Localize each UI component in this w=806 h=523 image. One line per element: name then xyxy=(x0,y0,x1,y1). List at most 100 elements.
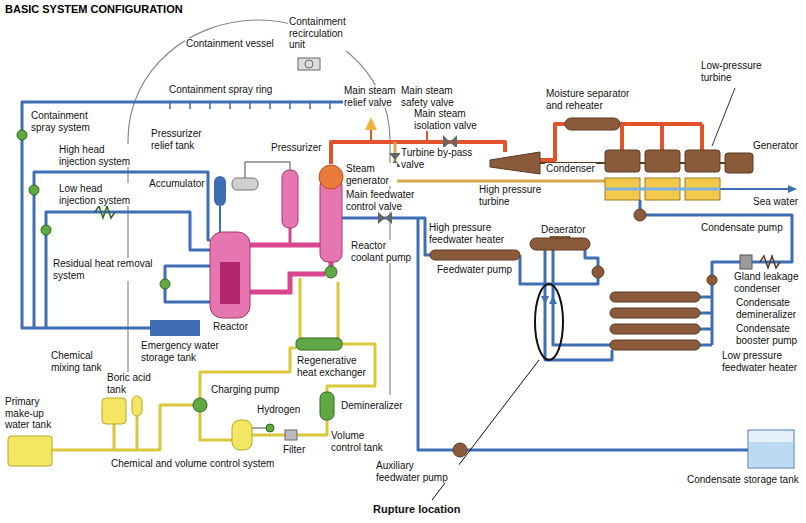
heater-drain xyxy=(545,250,612,360)
condensate-demineralizer xyxy=(740,255,752,269)
volume-control-tank xyxy=(232,420,252,450)
hp-heater xyxy=(430,250,520,260)
aux-feedwater-pipe xyxy=(418,218,748,450)
sea-water-line xyxy=(720,188,788,190)
part-label: Pressurizer xyxy=(270,142,323,154)
spray-ring xyxy=(150,101,345,104)
rupture-marker xyxy=(535,284,563,360)
valve-stems xyxy=(371,130,427,142)
charging-pump xyxy=(193,398,207,412)
low-head-pipe xyxy=(46,212,210,328)
flow-arrow-down xyxy=(541,296,549,304)
letdown-line xyxy=(297,420,327,435)
part-label: Generator xyxy=(752,140,799,152)
spray-pipe xyxy=(22,102,150,328)
part-label: High pressure feedwater heater xyxy=(428,222,526,245)
deaerator-outlet xyxy=(585,250,598,266)
part-label: Residual heat removal system xyxy=(52,258,159,281)
part-label: Chemical and volume control system xyxy=(110,458,275,470)
part-label: Auxiliary feedwater pump xyxy=(375,460,459,483)
generator xyxy=(725,153,753,173)
steam-generator-dome xyxy=(319,165,343,189)
emergency-tank xyxy=(150,320,200,336)
hp-turbine xyxy=(490,152,540,174)
hydrogen-bottle xyxy=(266,424,274,432)
charging-line xyxy=(337,282,340,338)
part-label: Main steam relief valve xyxy=(343,85,401,108)
letdown-line xyxy=(252,434,285,437)
condenser-tubes xyxy=(605,188,720,191)
primary-loop xyxy=(250,228,331,292)
part-label: High head injection system xyxy=(58,144,138,167)
aux-feedwater-pump xyxy=(453,443,467,457)
part-label: Main steam isolation valve xyxy=(413,108,497,131)
accumulator xyxy=(214,176,226,206)
part-label: Pressurizer relief tank xyxy=(150,128,214,151)
hydrogen-line xyxy=(252,427,266,429)
recirculation-unit xyxy=(298,58,320,70)
part-label: Regenerative heat exchanger xyxy=(296,355,372,378)
lp-turbine xyxy=(605,150,640,172)
part-label: Containment spray ring xyxy=(168,84,273,96)
gland-condenser xyxy=(760,256,780,268)
feedwater-pump xyxy=(592,266,604,278)
part-label: Sea water xyxy=(752,196,799,208)
part-label: Main feedwater control valve xyxy=(345,189,432,212)
spray-nozzles xyxy=(170,102,330,109)
part-label: Low pressure feedwater heater xyxy=(721,350,803,373)
booster-pump xyxy=(707,275,717,285)
part-label: Turbine by-pass valve xyxy=(400,147,482,170)
part-label: Condensate booster pump xyxy=(735,323,803,346)
moisture-separator xyxy=(565,118,620,130)
spray-pump xyxy=(17,130,27,140)
feedwater-pump-outlet xyxy=(520,255,598,284)
filter xyxy=(285,430,297,440)
letdown-line xyxy=(299,278,302,338)
part-label: Moisture separator and reheater xyxy=(545,88,647,111)
part-label: Volume control tank xyxy=(330,430,392,453)
reactor-vessel xyxy=(210,232,250,318)
part-label: Condenser xyxy=(545,163,596,175)
demineralizer xyxy=(320,392,334,420)
part-label: Low-pressure turbine xyxy=(700,60,772,83)
part-label: Chemical mixing tank xyxy=(50,350,108,373)
condensate-pump xyxy=(634,209,646,221)
relief-tank xyxy=(232,178,258,190)
part-label: Main steam safety valve xyxy=(400,85,460,108)
water-piping xyxy=(22,102,792,450)
relief-valve xyxy=(365,117,377,130)
cold-leg xyxy=(250,262,331,292)
part-label: Emergency water storage tank xyxy=(140,340,232,363)
boric-acid-tank xyxy=(102,398,126,424)
pressurizer xyxy=(282,170,298,228)
heater-stubs xyxy=(700,297,712,345)
part-label: Condensate pump xyxy=(700,222,784,234)
rhr-pump xyxy=(160,279,170,289)
callout-label: Rupture location xyxy=(372,503,461,516)
steam-generator xyxy=(320,178,342,262)
condenser-tubes xyxy=(605,188,720,191)
makeup-tank xyxy=(8,436,52,466)
low-head-heat-exchanger xyxy=(95,206,115,218)
lp-turbine xyxy=(645,150,680,172)
heater-riser xyxy=(553,250,610,345)
part-label: Reactor xyxy=(212,321,249,333)
accumulator-pipe xyxy=(219,206,221,232)
condenser xyxy=(605,178,720,200)
reactor-core xyxy=(220,262,240,304)
reactor-coolant-pump xyxy=(325,266,337,278)
deaerator xyxy=(530,238,590,250)
reheat-line xyxy=(620,124,702,150)
lp-heater xyxy=(610,292,700,302)
part-label: Containment spray system xyxy=(30,110,104,133)
part-label: Steam generator xyxy=(345,163,397,186)
crossover-line xyxy=(540,124,565,160)
part-label: Filter xyxy=(282,444,306,456)
lp-heater xyxy=(610,340,700,350)
high-head-pump xyxy=(29,185,39,195)
part-label: Gland leakage condenser xyxy=(733,271,803,294)
part-label: Charging pump xyxy=(210,384,280,396)
surge-line xyxy=(289,228,292,245)
turbine-leader xyxy=(712,88,735,146)
